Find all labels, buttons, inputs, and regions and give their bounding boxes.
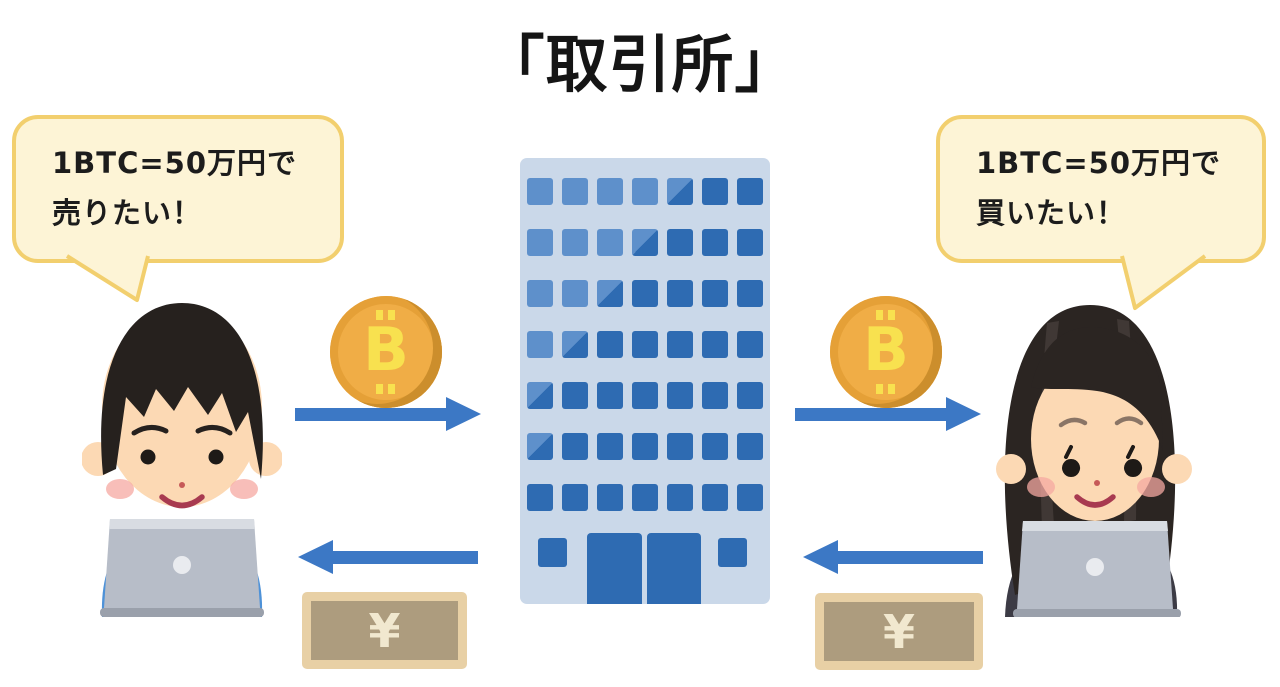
yen-bill-icon: ¥ xyxy=(815,593,983,670)
building-floor xyxy=(527,178,763,205)
building-window xyxy=(527,229,553,256)
building-window xyxy=(667,433,693,460)
bitcoin-coin-icon: B xyxy=(330,296,442,408)
buyer-bubble-line2: 買いたい！ xyxy=(976,196,1127,230)
building-entrance-doors xyxy=(587,533,701,604)
bitcoin-tick xyxy=(376,310,383,320)
building-window xyxy=(737,331,763,358)
buyer-laptop-icon xyxy=(1013,521,1181,617)
building-window xyxy=(702,484,728,511)
building-floor xyxy=(527,229,763,256)
bitcoin-tick xyxy=(388,310,395,320)
building-window xyxy=(632,382,658,409)
bitcoin-symbol: B xyxy=(863,315,909,385)
building-window xyxy=(632,433,658,460)
building-window xyxy=(597,331,623,358)
bitcoin-symbol: B xyxy=(363,315,409,385)
building-window xyxy=(562,382,588,409)
building-window xyxy=(562,280,588,307)
bitcoin-tick xyxy=(888,384,895,394)
bitcoin-tick xyxy=(876,384,883,394)
building-window xyxy=(667,484,693,511)
bitcoin-tick xyxy=(876,310,883,320)
building-door xyxy=(587,533,642,604)
building-floor xyxy=(527,382,763,409)
building-window xyxy=(632,229,658,256)
building-window xyxy=(527,280,553,307)
building-window xyxy=(737,178,763,205)
building-window xyxy=(632,331,658,358)
yen-symbol: ¥ xyxy=(882,604,915,659)
building-window xyxy=(562,433,588,460)
seller-head xyxy=(82,303,282,509)
building-window xyxy=(667,382,693,409)
building-entrance-window-right xyxy=(718,538,747,567)
building-window xyxy=(702,229,728,256)
building-window xyxy=(597,280,623,307)
building-window xyxy=(527,178,553,205)
building-floor xyxy=(527,433,763,460)
yen-bill-icon: ¥ xyxy=(302,592,467,669)
building-window xyxy=(597,229,623,256)
bitcoin-tick xyxy=(388,384,395,394)
building-window xyxy=(667,178,693,205)
seller-laptop-icon xyxy=(100,519,264,617)
speech-bubble-buyer: 1BTC=50万円で 買いたい！ xyxy=(936,115,1266,263)
bitcoin-coin-icon: B xyxy=(830,296,942,408)
page-title: 「取引所」 xyxy=(482,28,798,101)
building-floor xyxy=(527,280,763,307)
building-window xyxy=(737,229,763,256)
building-window xyxy=(737,484,763,511)
building-window xyxy=(702,331,728,358)
seller-bubble-line2: 売りたい！ xyxy=(52,196,203,230)
building-door xyxy=(646,533,701,604)
building-window xyxy=(702,280,728,307)
arrow-right-icon-seller-to-exchange xyxy=(295,397,481,431)
bitcoin-tick xyxy=(888,310,895,320)
building-window xyxy=(632,178,658,205)
buyer-person-illustration xyxy=(996,305,1192,617)
building-window xyxy=(562,484,588,511)
yen-symbol: ¥ xyxy=(368,603,401,658)
building-window xyxy=(527,331,553,358)
building-window xyxy=(562,331,588,358)
building-window xyxy=(527,433,553,460)
speech-bubble-tail-buyer xyxy=(1120,254,1207,310)
building-window xyxy=(632,280,658,307)
seller-hair xyxy=(101,303,263,479)
building-floor xyxy=(527,331,763,358)
building-windows xyxy=(527,178,763,535)
bitcoin-tick xyxy=(376,384,383,394)
speech-bubble-seller: 1BTC=50万円で 売りたい！ xyxy=(12,115,344,263)
seller-bubble-line1: 1BTC=50万円で xyxy=(52,146,298,181)
building-entrance-window-left xyxy=(538,538,567,567)
building-window xyxy=(597,382,623,409)
building-floor xyxy=(527,484,763,511)
building-window xyxy=(667,229,693,256)
building-window xyxy=(667,331,693,358)
speech-bubble-tail-seller xyxy=(65,254,150,302)
building-window xyxy=(667,280,693,307)
building-window xyxy=(702,433,728,460)
building-window xyxy=(702,178,728,205)
building-window xyxy=(562,178,588,205)
building-window xyxy=(597,433,623,460)
exchange-building-illustration xyxy=(520,158,770,604)
building-window xyxy=(702,382,728,409)
building-window xyxy=(562,229,588,256)
building-window xyxy=(737,433,763,460)
building-window xyxy=(597,178,623,205)
buyer-bubble-line1: 1BTC=50万円で xyxy=(976,146,1222,181)
building-window xyxy=(737,280,763,307)
seller-person-illustration xyxy=(82,303,282,617)
building-window xyxy=(527,382,553,409)
arrow-right-icon-exchange-to-buyer xyxy=(795,397,981,431)
building-window xyxy=(632,484,658,511)
arrow-left-icon-exchange-to-seller xyxy=(298,540,478,574)
building-window xyxy=(597,484,623,511)
building-window xyxy=(737,382,763,409)
buyer-bangs xyxy=(1031,327,1163,451)
building-window xyxy=(527,484,553,511)
arrow-left-icon-buyer-to-exchange xyxy=(803,540,983,574)
